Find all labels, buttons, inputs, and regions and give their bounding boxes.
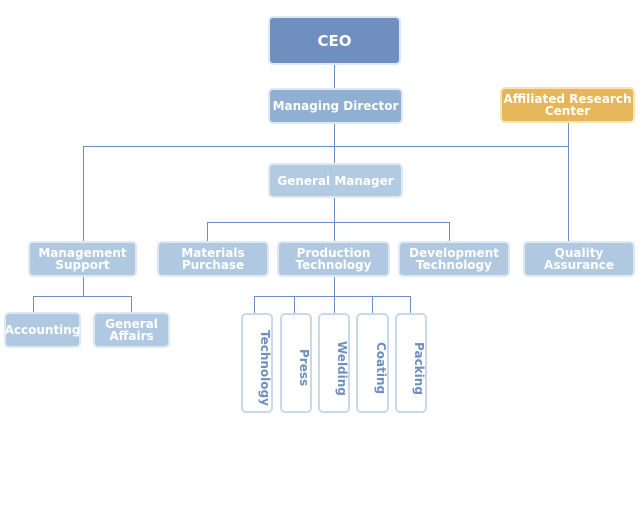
production-technology-node: Production Technology — [277, 241, 390, 277]
general-manager-node: General Manager — [268, 163, 403, 198]
ms-sub-bar — [33, 276, 132, 312]
development-technology-node: Development Technology — [398, 241, 510, 277]
technology-node: Technology — [241, 313, 273, 413]
materials-purchase-node: Materials Purchase — [157, 241, 269, 277]
general-affairs-node: General Affairs — [93, 312, 170, 348]
quality-assurance-node: Quality Assurance — [523, 241, 635, 277]
pt-sub-bar — [254, 276, 411, 313]
management-support-node: Management Support — [28, 241, 137, 277]
gm-bar — [207, 197, 450, 241]
ceo-node: CEO — [268, 16, 401, 65]
packing-node: Packing — [395, 313, 427, 413]
welding-node: Welding — [318, 313, 350, 413]
press-node: Press — [280, 313, 312, 413]
accounting-node: Accounting — [4, 312, 81, 348]
managing-director-node: Managing Director — [268, 88, 403, 124]
coating-node: Coating — [356, 313, 389, 413]
affiliated-research-center-node: Affiliated Research Center — [500, 87, 635, 123]
